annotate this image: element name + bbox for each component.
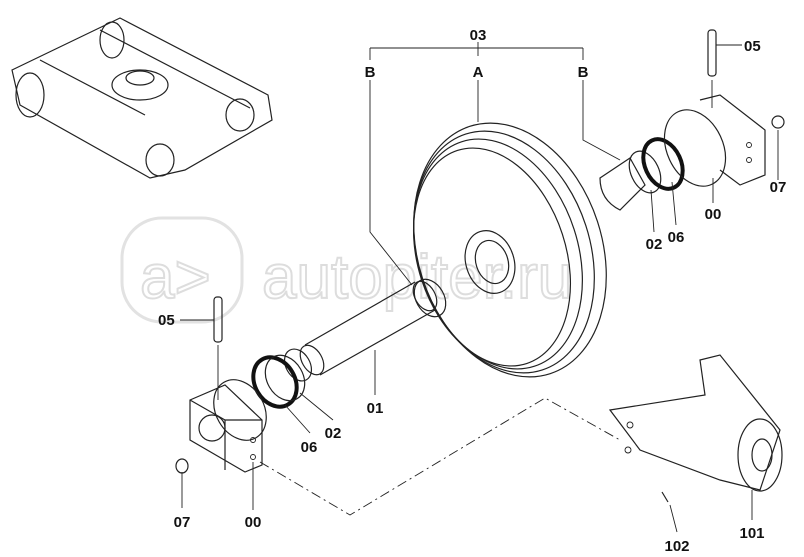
label-bracket-left: 00 bbox=[245, 514, 262, 531]
bracket-block-right bbox=[663, 94, 766, 187]
label-seal-left: 06 bbox=[301, 439, 318, 456]
label-bolt: 102 bbox=[664, 538, 689, 555]
label-seal-right: 06 bbox=[668, 229, 685, 246]
label-assembly: 03 bbox=[470, 27, 487, 44]
label-shaft: 01 bbox=[367, 400, 384, 417]
label-yoke: 101 bbox=[739, 525, 764, 542]
label-bracket-right: 00 bbox=[705, 206, 722, 223]
yoke bbox=[608, 354, 783, 492]
bolt bbox=[661, 491, 669, 503]
plug-right bbox=[771, 115, 785, 129]
shaft bbox=[283, 278, 447, 382]
oring-right bbox=[628, 150, 662, 194]
label-oring-left: 02 bbox=[325, 425, 342, 442]
pin-left bbox=[213, 296, 223, 343]
watermark: a> autopiter.ru bbox=[120, 216, 573, 324]
label-oring-right: 02 bbox=[646, 236, 663, 253]
bracket-block-left bbox=[189, 379, 267, 473]
pin-right bbox=[707, 29, 717, 77]
oring-left bbox=[264, 354, 306, 402]
label-pin-top-right: 05 bbox=[744, 38, 761, 55]
svg-text:a>: a> bbox=[140, 243, 211, 312]
label-bushing-right: B bbox=[578, 64, 589, 81]
track-link bbox=[11, 17, 273, 179]
label-pin-left: 05 bbox=[158, 312, 175, 329]
label-bushing-left: B bbox=[365, 64, 376, 81]
seal-left bbox=[251, 355, 299, 409]
label-plug-left: 07 bbox=[174, 514, 191, 531]
plug-left bbox=[175, 458, 189, 474]
seal-right bbox=[641, 137, 685, 191]
label-plug-right: 07 bbox=[770, 179, 787, 196]
label-wheel: A bbox=[473, 64, 484, 81]
bushing-right bbox=[599, 157, 646, 211]
leader-lines bbox=[180, 42, 779, 533]
